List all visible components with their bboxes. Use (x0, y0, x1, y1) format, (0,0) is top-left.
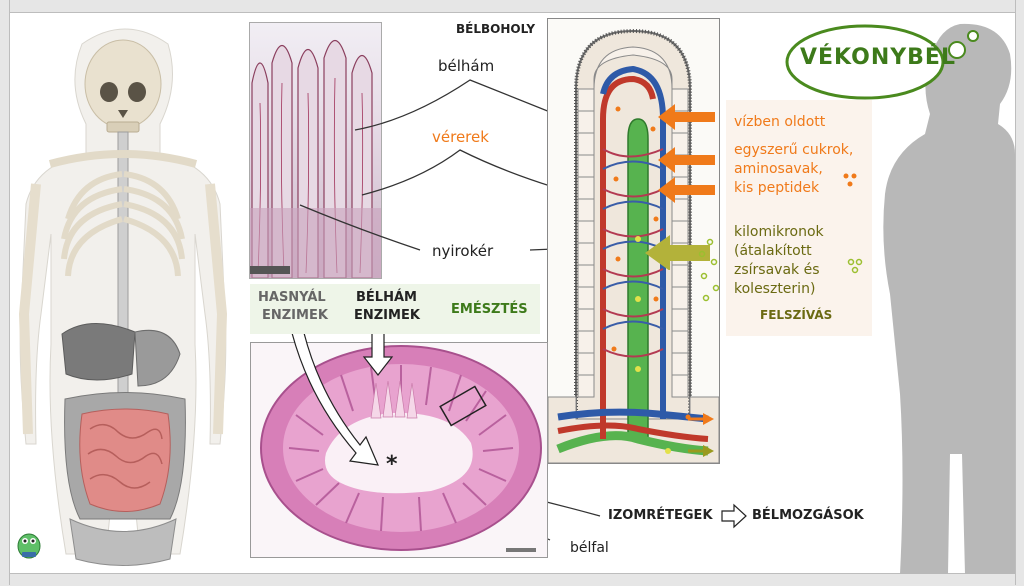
absorb-chylo-line2: (átalakított (734, 243, 812, 259)
label-lymph-vessel: nyirokér (432, 242, 494, 260)
skeleton-figure-icon (18, 28, 228, 566)
villi-micrograph (249, 22, 382, 279)
label-blood-vessels: vérerek (432, 128, 489, 146)
frame-left (0, 0, 10, 585)
villus-diagram (547, 18, 720, 464)
lumen-marker: * (386, 452, 398, 477)
absorb-sugars-line2: aminosavak, (734, 161, 823, 177)
absorb-water-soluble: vízben oldott (734, 114, 826, 130)
frog-logo-icon (17, 533, 41, 559)
frame-top (0, 0, 1024, 13)
absorb-sugars-line1: egyszerű cukrok, (734, 142, 854, 158)
label-wall: bélfal (570, 540, 609, 556)
enzyme-epithelial-line2: ENZIMEK (354, 308, 420, 323)
enzymes-panel (250, 284, 540, 334)
label-villus: BÉLBOHOLY (456, 22, 536, 36)
page-title: VÉKONYBÉL (800, 45, 956, 70)
silhouette-figure-icon (883, 23, 1015, 574)
label-absorption: FELSZÍVÁS (760, 308, 833, 322)
enzyme-arrows (291, 332, 394, 466)
absorb-chylo-line4: koleszterin) (734, 281, 816, 297)
frame-bottom (0, 573, 1024, 586)
olive-dots (698, 238, 720, 302)
label-digestion: EMÉSZTÉS (451, 302, 528, 317)
enzyme-pancreatic-line1: HASNYÁL (258, 290, 326, 305)
intestine-cross-section (250, 342, 548, 558)
frame-right (1015, 0, 1024, 585)
enzyme-epithelial-line1: BÉLHÁM (356, 290, 417, 305)
label-muscle-layers: IZOMRÉTEGEK (608, 508, 713, 523)
enzyme-pancreatic-line2: ENZIMEK (262, 308, 328, 323)
absorb-chylo-line3: zsírsavak és (734, 262, 820, 278)
absorption-panel (726, 100, 872, 336)
absorb-sugars-line3: kis peptidek (734, 180, 820, 196)
absorb-chylo-line1: kilomikronok (734, 224, 824, 240)
label-epithelium: bélhám (438, 57, 495, 75)
scale-chip (250, 266, 290, 274)
absorption-arrows (645, 104, 715, 270)
olive-dots-icon (847, 258, 863, 274)
label-movements: BÉLMOZGÁSOK (752, 508, 864, 523)
thought-bubble-icon (785, 24, 979, 100)
orange-dots-icon (843, 173, 857, 187)
